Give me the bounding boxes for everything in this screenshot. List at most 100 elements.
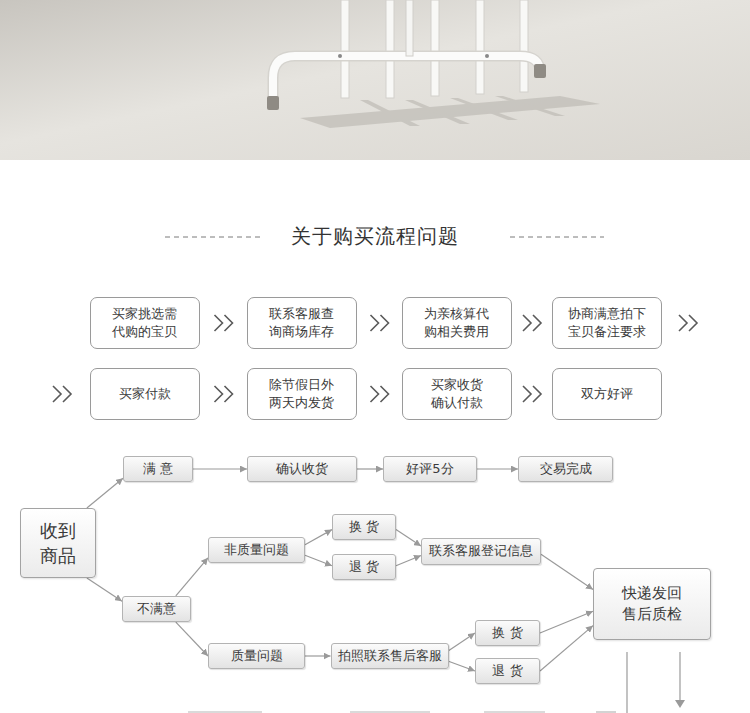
box-text: 买家挑选需代购的宝贝 — [111, 305, 180, 341]
box-text: 收到商品 — [37, 518, 78, 568]
frame-tube — [273, 56, 540, 100]
foot — [534, 64, 546, 78]
cut-box-edge — [350, 711, 430, 712]
frame-tube-edge — [273, 56, 540, 100]
box-text: 换 货 — [492, 624, 522, 642]
process-box: 买家付款 — [90, 368, 200, 420]
chevron-connector — [371, 315, 389, 331]
return-box: 快递发回售后质检 — [593, 568, 711, 640]
box-text: 非质量问题 — [224, 541, 289, 559]
option-box: 换 货 — [332, 514, 396, 540]
box-text: 退 货 — [492, 662, 522, 680]
arrow-connector — [176, 622, 208, 656]
chevron-connector — [371, 386, 389, 402]
shadow-slat — [360, 100, 420, 126]
foot — [267, 96, 279, 110]
exit-line — [626, 652, 627, 713]
box-text: 买家收货确认付款 — [429, 376, 485, 412]
box-text: 好评5分 — [406, 460, 453, 478]
chevron-connector — [523, 386, 541, 402]
step-box: 拍照联系售后客服 — [331, 643, 449, 669]
box-text: 退 货 — [349, 558, 379, 576]
arrow-connector — [396, 556, 421, 566]
arrow-connector — [87, 578, 122, 601]
bolt — [338, 54, 342, 58]
cut-box-edge — [484, 711, 545, 712]
box-text: 确认收货 — [276, 460, 328, 478]
outcome-box: 满 意 — [123, 456, 193, 482]
box-text: 换 货 — [349, 518, 379, 536]
box-text: 满 意 — [143, 460, 173, 478]
box-text: 协商满意拍下宝贝备注要求 — [566, 305, 648, 341]
title-holder: 关于购买流程问题 — [0, 223, 750, 250]
case-box: 非质量问题 — [208, 537, 305, 563]
process-box: 联系客服查询商场库存 — [247, 297, 357, 349]
title: 关于购买流程问题 — [287, 224, 463, 248]
outcome-box: 不满意 — [122, 596, 191, 622]
frame — [341, 0, 528, 98]
arrow-connector — [87, 478, 123, 508]
box-text: 联系客服登记信息 — [429, 542, 533, 560]
box-text: 买家付款 — [119, 385, 171, 403]
slat — [386, 0, 394, 98]
box-text: 不满意 — [137, 600, 176, 618]
box-text: 拍照联系售后客服 — [338, 647, 442, 665]
center-post — [406, 0, 413, 56]
shadow-slat — [495, 96, 565, 116]
arrow-connector — [540, 626, 593, 671]
bolt — [485, 54, 489, 58]
slat — [431, 0, 439, 96]
process-box: 双方好评 — [552, 368, 662, 420]
arrow-connector — [449, 633, 476, 651]
arrow-connector — [176, 558, 208, 596]
shadow-slat — [450, 98, 518, 120]
shadow-slat — [405, 100, 470, 124]
arrow-connector — [396, 530, 421, 546]
exit-line — [679, 652, 680, 702]
box-text: 联系客服查询商场库存 — [268, 305, 337, 341]
cut-box-edge — [596, 711, 616, 712]
shadow — [300, 96, 600, 128]
process-box: 买家挑选需代购的宝贝 — [90, 297, 200, 349]
arrow-connector — [541, 554, 593, 589]
process-box: 为亲核算代购相关费用 — [402, 297, 512, 349]
box-text: 快递发回售后质检 — [620, 583, 685, 625]
chevron-connector — [523, 315, 541, 331]
slat — [520, 0, 528, 92]
slat — [476, 0, 484, 94]
shadow-band — [300, 96, 600, 128]
option-box: 退 货 — [475, 658, 540, 684]
end-box: 交易完成 — [518, 456, 613, 482]
title-dash — [165, 237, 262, 238]
box-text: 交易完成 — [540, 460, 592, 478]
arrow-connector — [305, 530, 332, 545]
title-dash — [510, 237, 604, 238]
process-box: 除节假日外两天内发货 — [247, 368, 357, 420]
arrow-connector — [193, 468, 247, 469]
arrow-connector — [540, 611, 593, 633]
arrow-connector — [305, 555, 332, 565]
option-box: 换 货 — [475, 620, 540, 646]
arrow-connector — [357, 468, 383, 469]
option-box: 退 货 — [332, 554, 396, 580]
box-text: 为亲核算代购相关费用 — [423, 305, 492, 341]
process-box: 协商满意拍下宝贝备注要求 — [552, 297, 662, 349]
arrow-connector — [477, 468, 518, 469]
chevron-connector — [215, 315, 233, 331]
process-box: 买家收货确认付款 — [402, 368, 512, 420]
box-text: 质量问题 — [231, 647, 283, 665]
case-box: 质量问题 — [208, 643, 305, 669]
box-text: 除节假日外两天内发货 — [268, 376, 337, 412]
exit-arrowhead — [675, 700, 685, 708]
step-box: 好评5分 — [383, 456, 477, 482]
cut-box-edge — [188, 711, 262, 712]
step-box: 确认收货 — [247, 456, 357, 482]
start-box: 收到商品 — [20, 508, 96, 578]
box-text: 双方好评 — [581, 385, 633, 403]
step-box: 联系客服登记信息 — [421, 538, 541, 565]
slat — [341, 0, 349, 98]
arrow-connector — [305, 655, 331, 656]
arrow-connector — [449, 661, 476, 671]
floor — [0, 0, 750, 160]
